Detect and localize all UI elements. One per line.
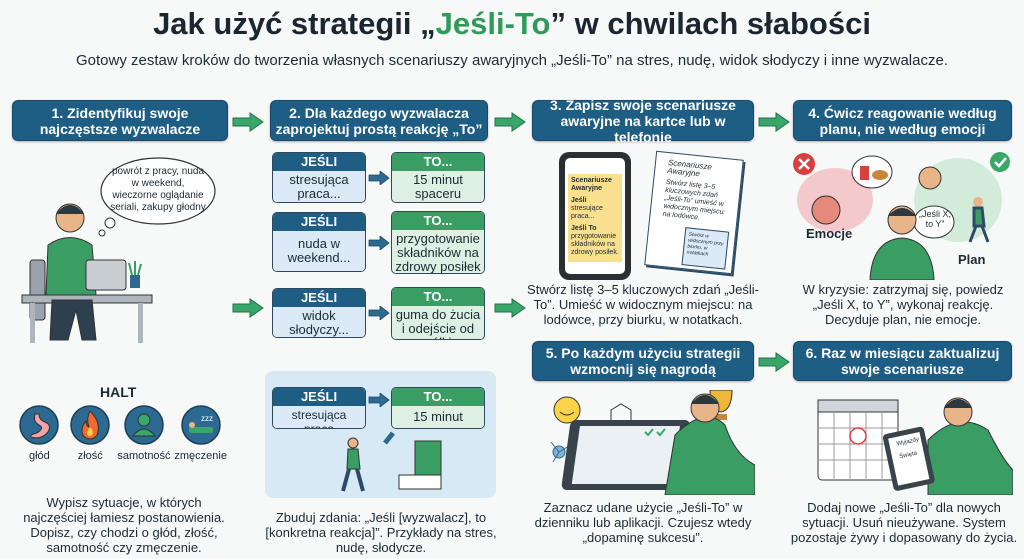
person-at-laptop-illustration: [21, 203, 153, 343]
arrow-right-icon: [368, 393, 390, 407]
phone-note-bold: Jeśli To: [571, 225, 597, 232]
then-label: TO...: [392, 288, 484, 306]
halt-item-label: samotność: [117, 450, 171, 462]
if-label: JEŚLI: [273, 388, 365, 406]
walking-person-illustration: [341, 431, 442, 492]
sleep-icon: zzz: [180, 405, 221, 445]
phone-note: Scenariusze Awaryjne Jeśli stresujące pr…: [568, 174, 622, 262]
halt-item: złość: [65, 405, 116, 462]
then-box: TO...15 minut: [391, 387, 485, 429]
arrow-right-icon: [368, 236, 390, 250]
halt-item: zzz zmęczenie: [172, 405, 229, 462]
if-text: stresująca praca...: [273, 171, 365, 202]
emotion-vs-plan-illustration: [793, 152, 1010, 280]
emotion-label: Emocje: [806, 226, 853, 241]
if-text: widok słodyczy...: [273, 307, 365, 337]
notebook-body: Stwórz listę 3–5 kluczowych zdań „Jeśli-…: [662, 178, 726, 222]
step-3-header: 3. Zapisz swoje scenariusze awaryjne na …: [532, 97, 754, 145]
title-highlight: Jeśli-To: [435, 6, 551, 41]
phone-note-line: stresujące praca...: [571, 205, 603, 220]
sticky-note: Stwórz w widocznym przy biurku, w notatk…: [681, 227, 730, 270]
thought-bubble: powrót z pracy, nuda w weekend, wieczorn…: [98, 155, 216, 237]
halt-item-label: zmęczenie: [174, 450, 227, 462]
arrow-right-icon: [494, 298, 526, 318]
if-text: nuda w weekend...: [273, 231, 365, 271]
then-label: TO...: [392, 388, 484, 406]
then-box: TO...15 minut spaceru: [391, 152, 485, 203]
plan-label: Plan: [958, 252, 986, 267]
title-part: Jak użyć strategii „: [153, 6, 436, 41]
arrow-right-icon: [758, 352, 790, 372]
step-1-header: 1. Zidentyfikuj swoje najczęstsze wyzwal…: [12, 100, 228, 141]
stomach-icon: [19, 405, 60, 445]
then-text: przygotowanie składników na zdrowy posił…: [392, 230, 484, 273]
subtitle: Gotowy zestaw kroków do tworzenia własny…: [75, 52, 948, 69]
page-title: Jak użyć strategii „Jeśli-To” w chwilach…: [0, 6, 1024, 42]
title-part: ” w chwilach słabości: [550, 6, 871, 41]
step-1-text: Wypisz sytuacje, w których najczęściej ł…: [23, 495, 225, 555]
tablet-tracking-illustration: [550, 390, 755, 495]
if-label: JEŚLI: [273, 153, 365, 171]
plan-speech-bubble: „Jeśli X, to Y”: [919, 209, 952, 229]
halt-item: samotność: [116, 405, 173, 462]
halt-item-label: głód: [29, 450, 50, 462]
halt-label: HALT: [100, 384, 137, 400]
svg-text:zzz: zzz: [201, 414, 213, 423]
phone-illustration: Scenariusze Awaryjne Jeśli stresujące pr…: [559, 152, 631, 280]
then-text: 15 minut spaceru: [392, 171, 484, 202]
step-2-header: 2. Dla każdego wyzwalacza zaprojektuj pr…: [270, 100, 488, 141]
arrow-right-icon: [494, 112, 526, 132]
then-text: guma do żucia i odejście od półki: [392, 306, 484, 339]
step-3-text: Stwórz listę 3–5 kluczowych zdań „Jeśli-…: [527, 282, 759, 327]
step-6-header: 6. Raz w miesiącu zaktualizuj swoje scen…: [793, 341, 1012, 381]
fire-icon: [70, 405, 110, 445]
halt-item-label: złość: [77, 450, 103, 462]
notebook-heading: Scenariusze Awaryjne: [666, 158, 713, 179]
arrow-right-icon: [232, 112, 264, 132]
thought-text: powrót z pracy, nuda w weekend, wieczorn…: [110, 166, 206, 213]
if-label: JEŚLI: [273, 289, 365, 307]
step-4-header: 4. Ćwicz reagowanie według planu, nie we…: [793, 100, 1012, 141]
if-label: JEŚLI: [273, 213, 365, 231]
step-2-text: Zbuduj zdania: „Jeśli [wyzwalacz], to [k…: [265, 510, 497, 555]
calendar-update-illustration: [817, 397, 1013, 495]
phone-note-heading: Scenariusze Awaryjne: [571, 177, 612, 192]
phone-note-line: przygotowanie składników na zdrowy posił…: [571, 233, 619, 256]
then-label: TO...: [392, 153, 484, 171]
if-text: stresująca praca: [273, 406, 365, 428]
halt-item: głód: [14, 405, 65, 462]
step-6-text: Dodaj nowe „Jeśli-To” dla nowych sytuacj…: [790, 500, 1018, 545]
then-label: TO...: [392, 212, 484, 230]
then-box: TO...guma do żucia i odejście od półki: [391, 287, 485, 340]
then-text: 15 minut: [392, 406, 484, 428]
step-4-text: W kryzysie: zatrzymaj się, powiedz „Jeśl…: [802, 282, 1004, 327]
arrow-right-icon: [368, 306, 390, 320]
phone-note-bold: Jeśli: [571, 197, 587, 204]
notebook-illustration: Scenariusze Awaryjne Stwórz listę 3–5 kl…: [644, 150, 744, 275]
then-box: TO...przygotowanie składników na zdrowy …: [391, 211, 485, 274]
step-5-header: 5. Po każdym użyciu strategii wzmocnij s…: [532, 341, 754, 381]
arrow-right-icon: [232, 298, 264, 318]
arrow-right-icon: [368, 171, 390, 185]
halt-icons: głód złość samotność zzz zmęczenie: [14, 405, 229, 462]
step-5-text: Zaznacz udane użycie „Jeśli-To” w dzienn…: [534, 500, 752, 545]
person-icon: [124, 405, 164, 445]
arrow-right-icon: [758, 112, 790, 132]
